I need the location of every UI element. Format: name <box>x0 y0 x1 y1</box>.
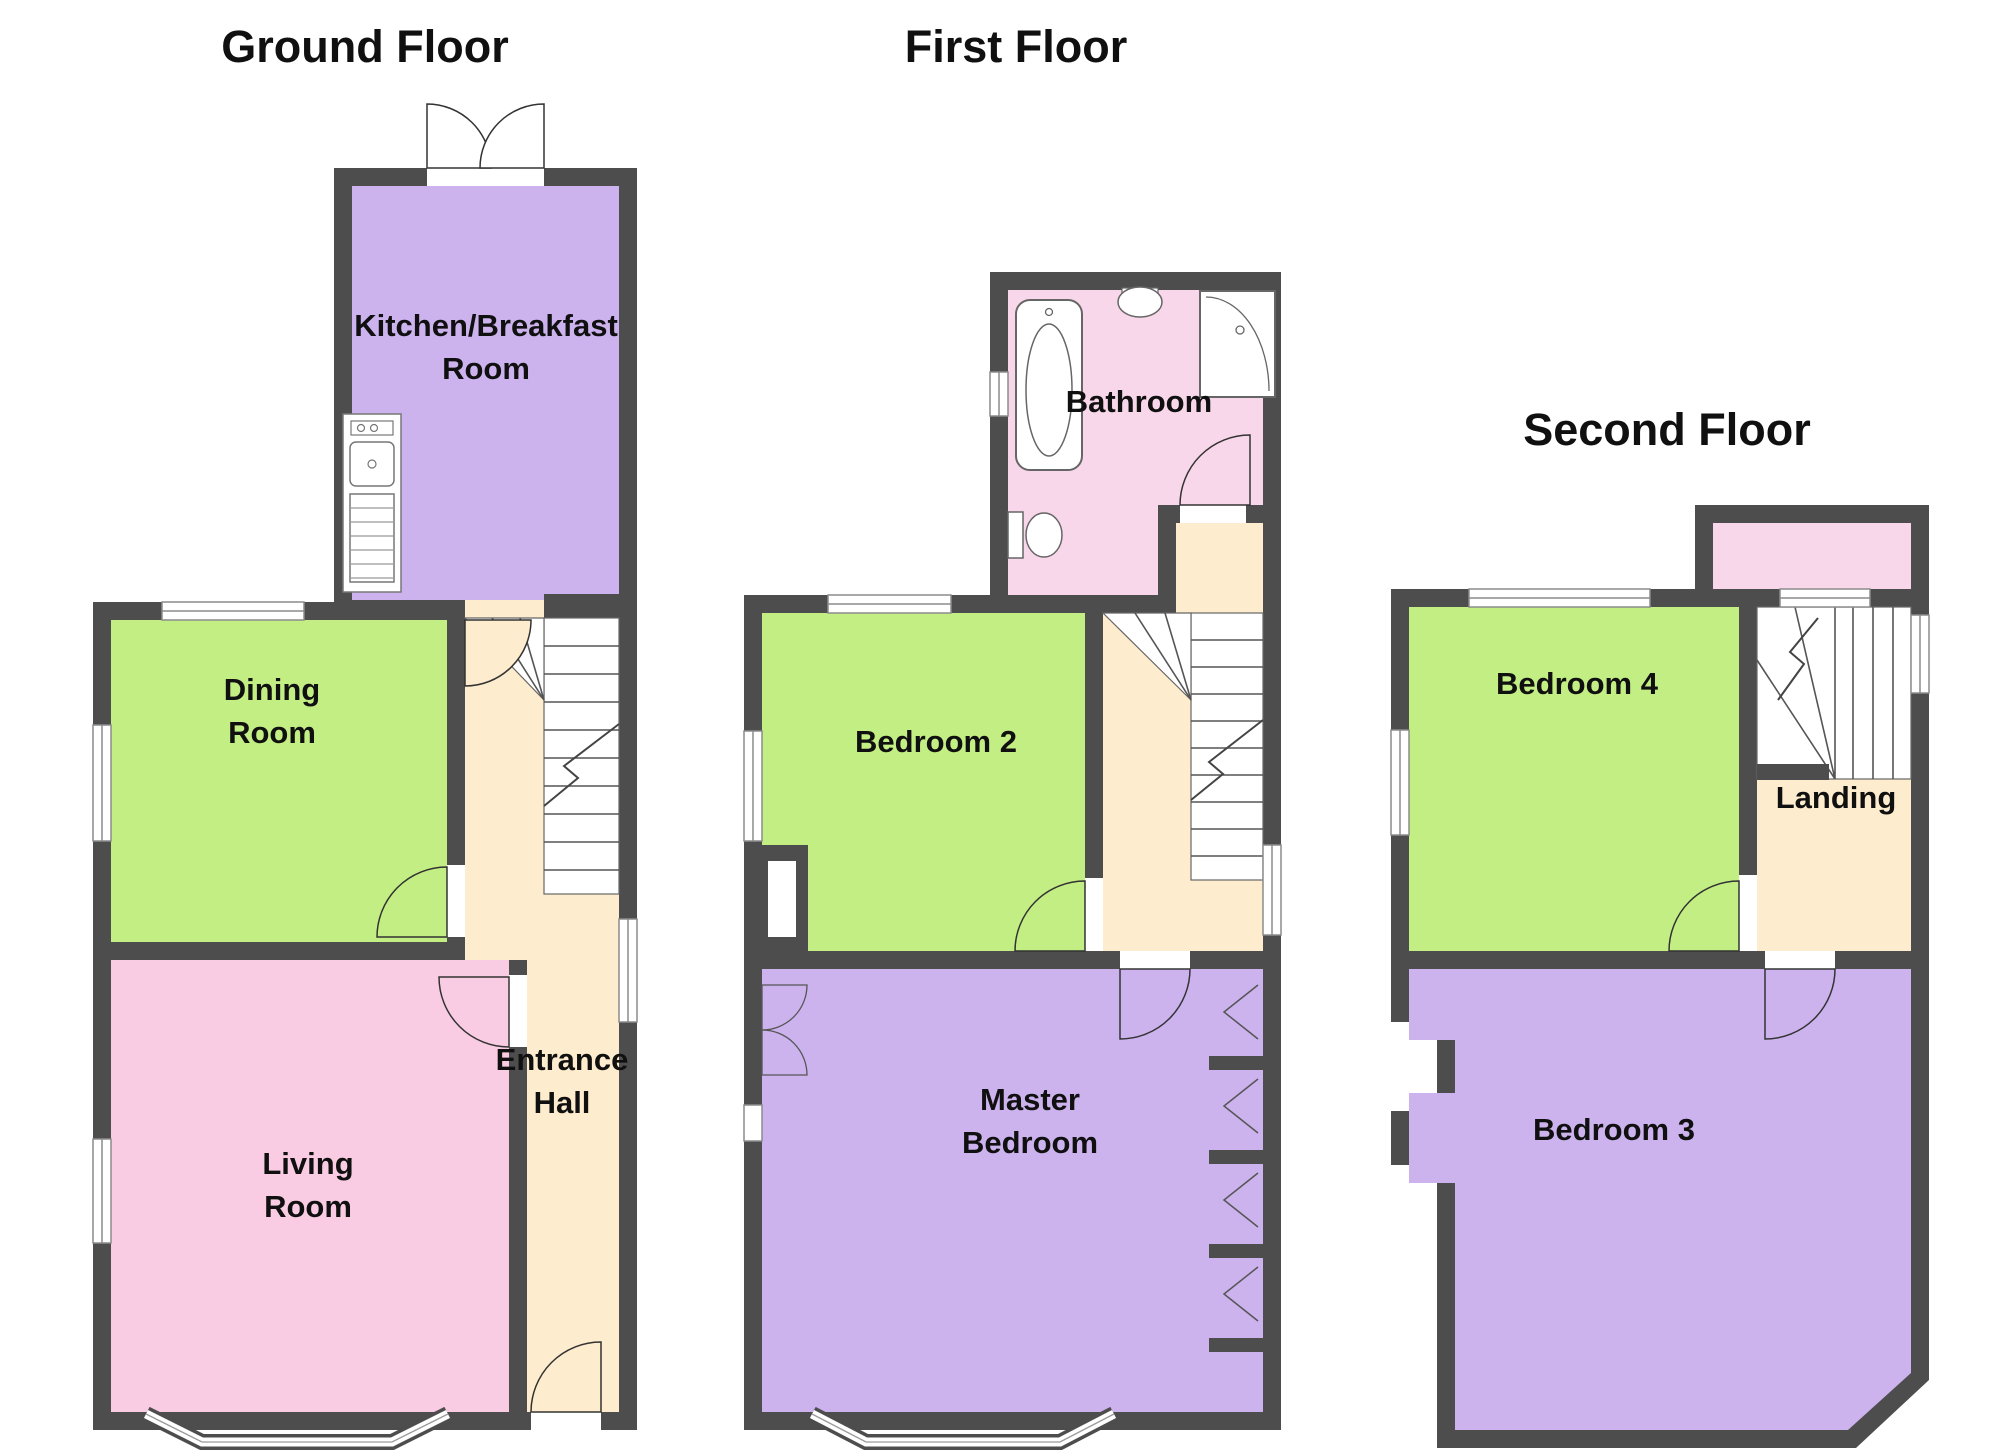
living-room <box>111 960 509 1412</box>
window-glazing-lines <box>752 372 1273 935</box>
dining-label-line2: Room <box>228 715 316 750</box>
first-floor-doors <box>761 434 1251 1076</box>
drainer <box>349 493 395 583</box>
door-swing-icon <box>1179 434 1251 506</box>
stair-flight <box>1190 612 1264 881</box>
stair-winder <box>1101 612 1192 702</box>
bedroom-2-label: Bedroom 2 <box>855 724 1017 759</box>
door-opening <box>1739 875 1757 951</box>
first-floor-plan: First Floor <box>743 21 1282 1450</box>
door-opening <box>1120 951 1190 969</box>
bedroom-4-label: Bedroom 4 <box>1496 666 1659 701</box>
ground-floor-doors <box>376 103 602 1430</box>
front-door-swing-icon <box>530 1341 602 1413</box>
master-label-line2: Bedroom <box>962 1125 1098 1160</box>
bathroom-label: Bathroom <box>1066 384 1212 419</box>
door-swing-icon <box>1668 880 1740 952</box>
kitchen-label-line1: Kitchen/Breakfast <box>354 308 618 343</box>
door-swing-icon <box>1014 880 1086 952</box>
stair-break-line <box>1777 617 1819 701</box>
hall-label-line2: Hall <box>534 1085 591 1120</box>
second-floor-windows <box>1390 588 1930 836</box>
door-swing-icon <box>376 866 448 938</box>
door-opening <box>1085 878 1103 951</box>
living-label-line1: Living <box>262 1146 353 1181</box>
drain-icon <box>367 459 377 469</box>
door-opening <box>427 168 544 186</box>
wall-segment-kitchen-stairs <box>544 594 637 618</box>
stair-flight <box>543 617 620 895</box>
master-label-line1: Master <box>980 1082 1080 1117</box>
front-door-opening <box>531 1412 601 1430</box>
bathroom-fixtures <box>1007 286 1276 559</box>
box-room <box>1713 523 1911 589</box>
tap-icon <box>369 423 379 433</box>
toilet-icon <box>1025 512 1063 558</box>
hall-label-line1: Entrance <box>496 1042 629 1077</box>
ground-floor-windows <box>92 601 638 1450</box>
bedroom-2-room <box>762 613 1085 951</box>
cupboard-door-swing-icon <box>761 1029 808 1076</box>
door-swing-icon <box>1764 968 1836 1040</box>
tap-icon <box>356 423 366 433</box>
stair-break-line <box>543 723 620 807</box>
bedroom-4-room <box>1409 607 1739 951</box>
dining-label-line1: Dining <box>224 672 320 707</box>
french-door-swing-icon <box>479 103 545 169</box>
master-bedroom-room <box>762 969 1263 1412</box>
door-opening <box>1180 505 1246 523</box>
shower-icon <box>1199 290 1276 398</box>
chimney-recess <box>768 861 796 937</box>
stair-area <box>1756 606 1912 780</box>
staircase-first <box>1101 612 1264 881</box>
shower-head-icon <box>1235 325 1245 335</box>
living-label-line2: Room <box>264 1189 352 1224</box>
wardrobe-partition <box>1209 1056 1263 1070</box>
window-glazing-lines <box>101 610 629 1243</box>
bath-tap-icon <box>1044 307 1054 317</box>
kitchen-sink-unit-icon <box>342 413 402 593</box>
wardrobe-partition <box>1209 1150 1263 1164</box>
basin-icon <box>1117 286 1163 318</box>
second-floor-plan: Second Floor Bedroo <box>1390 404 1930 1448</box>
stair-treads <box>1756 606 1894 780</box>
door-opening <box>1765 951 1835 969</box>
bay-window-line <box>811 1413 1115 1443</box>
door-swing-icon <box>438 976 510 1048</box>
wardrobe-units <box>1209 984 1263 1352</box>
staircase-second <box>1756 606 1912 780</box>
first-floor-windows <box>743 371 1282 1450</box>
second-floor-title: Second Floor <box>1523 404 1811 455</box>
kitchen-label-line2: Room <box>442 351 530 386</box>
window <box>743 1104 763 1142</box>
door-opening <box>509 975 527 1047</box>
door-swing-icon <box>464 619 532 687</box>
wardrobe-door-icons <box>1222 984 1259 1322</box>
stair-stub-wall <box>1757 764 1829 780</box>
door-opening <box>447 865 465 937</box>
ground-floor-title: Ground Floor <box>221 21 508 72</box>
bay-window-line <box>145 1413 449 1443</box>
first-floor-title: First Floor <box>905 21 1128 72</box>
landing-label: Landing <box>1776 780 1897 815</box>
shower-screen <box>1205 296 1270 392</box>
bedroom-3-label: Bedroom 3 <box>1533 1112 1695 1147</box>
wardrobe-partition <box>1209 1338 1263 1352</box>
window-glazing-lines <box>1399 597 1921 835</box>
bedroom-3-room <box>1409 969 1911 1430</box>
second-floor-doors <box>1668 875 1836 1040</box>
bathtub-basin <box>1025 323 1073 457</box>
toilet-cistern <box>1007 511 1024 559</box>
dining-room <box>111 620 447 942</box>
stair-break-line <box>1190 719 1264 801</box>
ground-floor-plan: Ground Floor <box>92 21 638 1450</box>
stair-lobby <box>1176 523 1263 613</box>
drainer-lines <box>350 507 394 579</box>
wardrobe-partition <box>1209 1244 1263 1258</box>
door-swing-icon <box>1119 968 1191 1040</box>
